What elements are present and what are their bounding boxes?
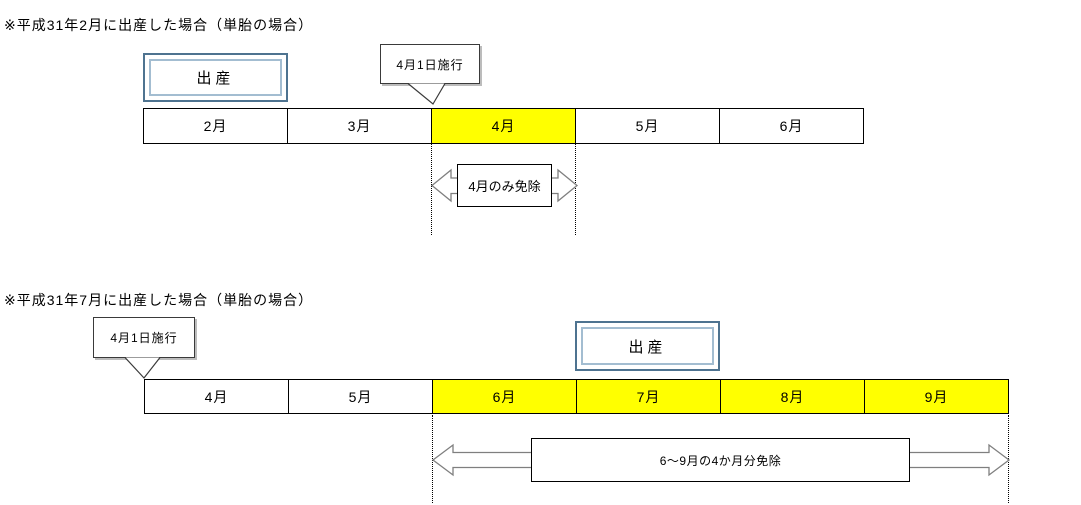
month-label: 5月 (635, 118, 660, 134)
section2-enforcement-callout: 4月1日施行 (93, 317, 195, 358)
section2-exemption-box: 6～9月の4か月分免除 (531, 438, 910, 482)
section2-guide-line-left (432, 415, 433, 503)
month-cell: 6月 (719, 109, 863, 143)
month-label: 4月 (491, 118, 516, 134)
month-cell: 9月 (864, 380, 1008, 413)
section2-callout-pointer-icon (124, 357, 161, 379)
section1-timeline: 2月 3月 4月 5月 6月 (143, 108, 864, 144)
section1-birth-label: 出産 (149, 59, 282, 96)
section2-birth-box: 出産 (575, 321, 720, 371)
month-label: 6月 (492, 388, 517, 405)
month-cell: 2月 (144, 109, 287, 143)
month-label: 7月 (636, 388, 661, 405)
section2-birth-label: 出産 (581, 327, 714, 365)
month-cell: 8月 (720, 380, 864, 413)
section1-exemption-label: 4月のみ免除 (468, 179, 541, 194)
section2-exemption-label: 6～9月の4か月分免除 (659, 453, 782, 468)
section1-guide-line-right (575, 144, 576, 235)
month-label: 4月 (204, 388, 229, 405)
month-cell: 5月 (288, 380, 432, 413)
month-cell: 3月 (287, 109, 431, 143)
section1-guide-line-left (431, 144, 432, 235)
section2-enforcement-label: 4月1日施行 (110, 331, 178, 345)
section1-callout-pointer-icon (407, 83, 446, 105)
month-cell: 4月 (145, 380, 288, 413)
month-label: 3月 (347, 118, 372, 134)
section1-heading: ※平成31年2月に出産した場合（単胎の場合） (4, 17, 314, 33)
section2-guide-line-right (1008, 415, 1009, 503)
month-label: 2月 (203, 118, 228, 134)
month-cell: 6月 (432, 380, 576, 413)
section2-heading: ※平成31年7月に出産した場合（単胎の場合） (4, 292, 314, 308)
month-label: 5月 (348, 388, 373, 405)
month-label: 6月 (779, 118, 804, 134)
section1-enforcement-label: 4月1日施行 (396, 57, 464, 72)
section1-birth-box: 出産 (143, 53, 288, 102)
section1-enforcement-callout: 4月1日施行 (380, 44, 480, 84)
section1-exemption-box: 4月のみ免除 (457, 164, 552, 207)
month-cell: 4月 (431, 109, 575, 143)
month-label: 8月 (780, 388, 805, 405)
month-label: 9月 (924, 388, 949, 405)
month-cell: 7月 (576, 380, 720, 413)
section2-timeline: 4月 5月 6月 7月 8月 9月 (144, 379, 1009, 414)
month-cell: 5月 (575, 109, 719, 143)
